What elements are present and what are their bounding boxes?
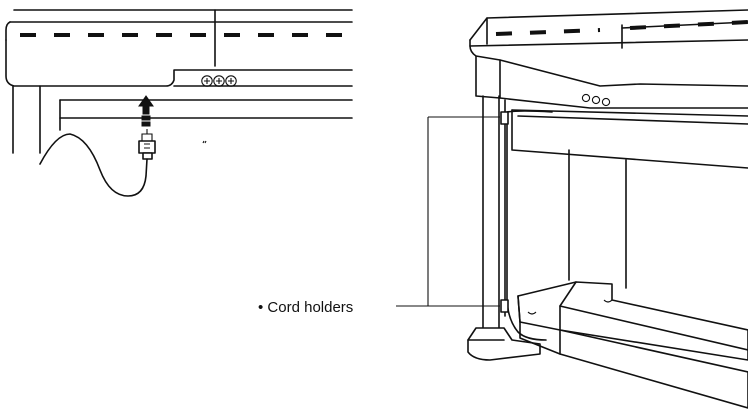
jack-2-icon — [213, 75, 225, 87]
leg-base — [467, 327, 541, 361]
jack-3-icon — [225, 75, 237, 87]
connector-plug-icon — [138, 129, 156, 160]
piano-side-view — [396, 9, 748, 409]
jack-a-icon — [581, 93, 591, 103]
arrow-up-icon — [138, 95, 154, 107]
arrow-stem — [142, 106, 150, 115]
jack-1-icon — [201, 75, 213, 87]
jack-c-icon — [601, 97, 611, 107]
pedal-cord — [39, 133, 148, 197]
pedal-unit — [517, 281, 748, 409]
leader-lines — [396, 116, 500, 307]
cord-holder-top — [500, 111, 509, 125]
cord-holders-label: • Cord holders — [258, 299, 353, 316]
detail-connector-view — [5, 9, 353, 197]
cord-holder-bottom — [500, 299, 509, 313]
jack-b-icon — [591, 95, 601, 105]
